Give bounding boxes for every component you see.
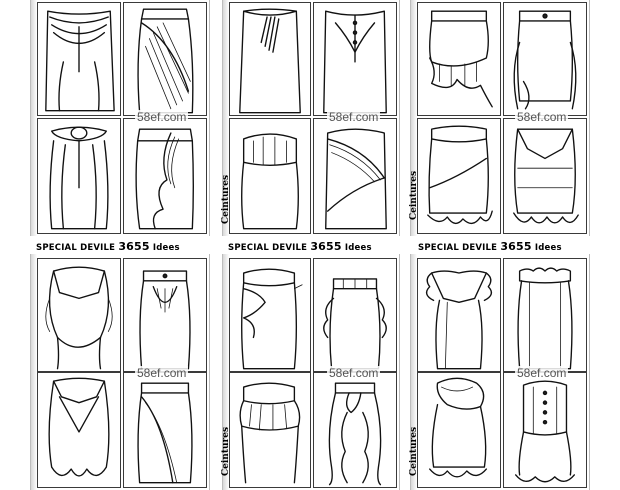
- caption-suffix: Idees: [152, 243, 180, 253]
- skirt-sketch-icon: [313, 372, 397, 488]
- side-label: Ceintures: [221, 174, 231, 224]
- skirt-sketch-icon: [123, 2, 207, 116]
- page-spine: [31, 0, 37, 236]
- page-spine: [223, 254, 229, 490]
- side-label: Ceintures: [409, 170, 419, 220]
- skirt-sketch-icon: [503, 372, 587, 488]
- skirt-sketch-icon: [37, 258, 121, 372]
- skirt-sketch-icon: [37, 118, 121, 234]
- skirt-sketch-icon: [229, 258, 311, 372]
- skirt-sketch-icon: [123, 258, 207, 372]
- catalog-page-top-left: 58ef.com Ceintures: [30, 0, 210, 236]
- skirt-sketch-icon: [503, 118, 587, 234]
- skirt-sketch-icon: [313, 118, 397, 234]
- caption-number: 3655: [118, 240, 150, 253]
- watermark: 58ef.com: [327, 366, 381, 380]
- catalog-page-top-right: 58ef.com Ceintures: [409, 0, 590, 236]
- skirt-sketch-icon: [37, 372, 121, 488]
- skirt-sketch-icon: [503, 258, 587, 372]
- side-label: Ceintures: [409, 426, 419, 476]
- page-spine: [411, 0, 417, 236]
- catalog-caption: SPECIAL DEVILE 3655 Idees: [228, 240, 372, 254]
- skirt-sketch-icon: [229, 118, 311, 234]
- caption-number: 3655: [310, 240, 342, 253]
- skirt-sketch-icon: [229, 2, 311, 116]
- skirt-sketch-icon: [229, 372, 311, 488]
- side-label: Ceintures: [221, 426, 231, 476]
- caption-suffix: Idees: [534, 243, 562, 253]
- skirt-sketch-icon: [417, 372, 501, 488]
- caption-prefix: SPECIAL DEVILE: [36, 243, 116, 253]
- caption-prefix: SPECIAL DEVILE: [418, 243, 498, 253]
- watermark: 58ef.com: [135, 366, 189, 380]
- catalog-caption: SPECIAL DEVILE 3655 Idees: [36, 240, 180, 254]
- skirt-sketch-icon: [37, 2, 121, 116]
- skirt-sketch-icon: [313, 258, 397, 372]
- skirt-sketch-icon: [503, 2, 587, 116]
- catalog-caption: SPECIAL DEVILE 3655 Idees: [418, 240, 562, 254]
- caption-prefix: SPECIAL DEVILE: [228, 243, 308, 253]
- watermark: 58ef.com: [515, 366, 569, 380]
- skirt-sketch-icon: [123, 372, 207, 488]
- catalog-page-top-middle: 58ef.com Ceintures: [221, 0, 400, 236]
- watermark: 58ef.com: [135, 110, 189, 124]
- watermark: 58ef.com: [327, 110, 381, 124]
- catalog-page-bottom-middle: 58ef.com Ceintures: [221, 254, 400, 490]
- catalog-page-bottom-right: 58ef.com Ceintures: [409, 254, 590, 490]
- caption-suffix: Idees: [344, 243, 372, 253]
- page-spine: [223, 0, 229, 236]
- page-spine: [411, 254, 417, 490]
- skirt-sketch-icon: [123, 118, 207, 234]
- catalog-page-bottom-left: 58ef.com: [30, 254, 210, 490]
- skirt-sketch-icon: [417, 118, 501, 234]
- skirt-sketch-icon: [313, 2, 397, 116]
- page-spine: [31, 254, 37, 490]
- skirt-sketch-icon: [417, 2, 501, 116]
- skirt-sketch-icon: [417, 258, 501, 372]
- watermark: 58ef.com: [515, 110, 569, 124]
- caption-number: 3655: [500, 240, 532, 253]
